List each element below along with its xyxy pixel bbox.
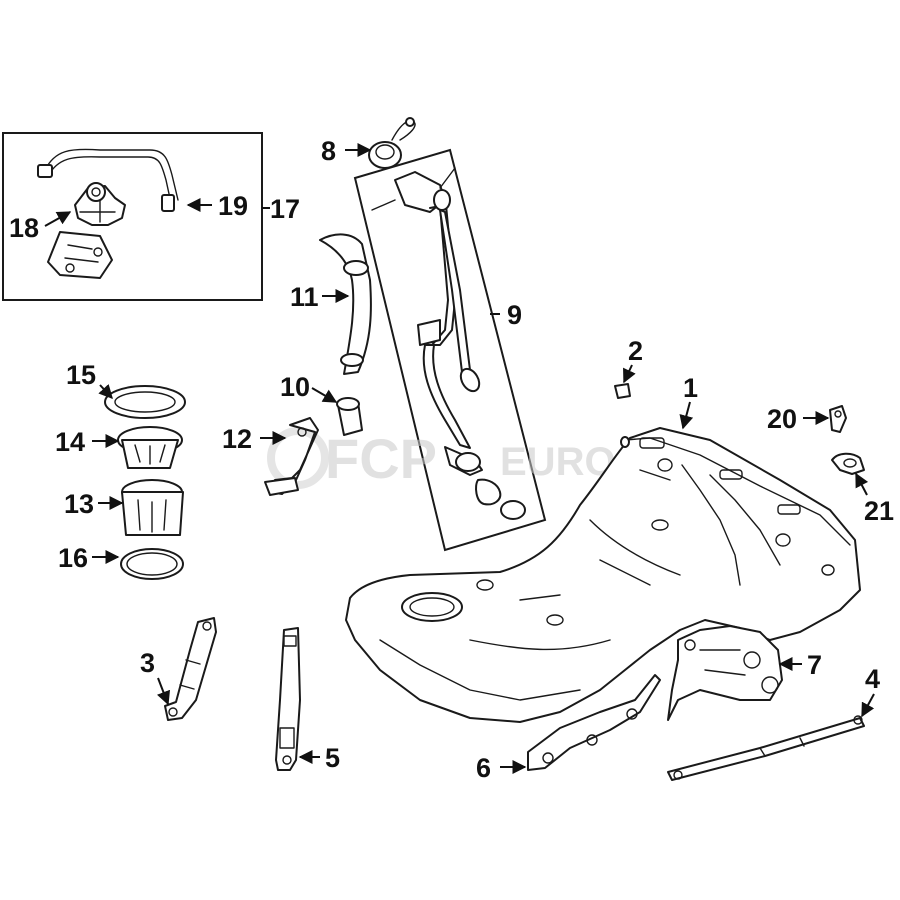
nut-part-2	[614, 383, 631, 399]
callout-12: 12	[222, 424, 252, 454]
leader-arrows	[44, 143, 875, 774]
bracket-part-12	[264, 417, 319, 496]
fuel-pump-part-13	[121, 479, 184, 536]
callout-10: 10	[280, 372, 310, 402]
callout-16: 16	[58, 543, 88, 573]
callout-13: 13	[64, 489, 94, 519]
rod-part-4	[667, 715, 865, 781]
callout-20: 20	[767, 404, 797, 434]
callout-11: 11	[290, 282, 319, 312]
seal-ring-part-15	[104, 385, 186, 419]
callout-15: 15	[66, 360, 96, 390]
callout-4: 4	[865, 664, 880, 694]
clip-part-21	[831, 452, 865, 475]
callout-labels: 1 2 3 4 5 6 7 8 9 10 11 12 13 14 15 16 1…	[9, 136, 894, 783]
strap-part-6	[527, 674, 661, 771]
callout-17: 17	[270, 194, 300, 224]
callout-18: 18	[9, 213, 39, 243]
callout-2: 2	[628, 336, 643, 366]
inset-box-17	[2, 132, 263, 301]
filler-neck-box-9	[353, 148, 547, 552]
watermark-brand: FCP	[325, 427, 437, 490]
callout-9: 9	[507, 300, 522, 330]
gasket-part-16	[120, 548, 184, 580]
lock-ring-part-14	[117, 426, 183, 469]
bracket-part-17	[47, 231, 113, 279]
callout-8: 8	[321, 136, 336, 166]
fuel-tank-part-1	[345, 427, 861, 723]
callout-5: 5	[325, 743, 340, 773]
callout-1: 1	[683, 373, 698, 403]
clamp-part-10	[336, 397, 363, 436]
callout-14: 14	[55, 427, 85, 457]
watermark-logo: FCP EURO	[267, 427, 616, 490]
fitting-part-20	[829, 405, 847, 433]
callout-3: 3	[140, 648, 155, 678]
valve-part-18	[74, 182, 126, 226]
strap-part-5	[275, 627, 301, 771]
callout-7: 7	[807, 650, 822, 680]
callout-19: 19	[218, 191, 248, 221]
hose-part-11	[319, 233, 372, 375]
heat-shield-part-7	[667, 625, 783, 721]
watermark-suffix: EURO	[500, 440, 616, 484]
vapor-line-part	[37, 148, 179, 212]
filler-neck-part-9	[371, 167, 526, 520]
callout-6: 6	[476, 753, 491, 783]
filler-cap-part-8	[368, 117, 416, 169]
callout-21: 21	[864, 496, 894, 526]
strap-part-3	[164, 617, 217, 721]
